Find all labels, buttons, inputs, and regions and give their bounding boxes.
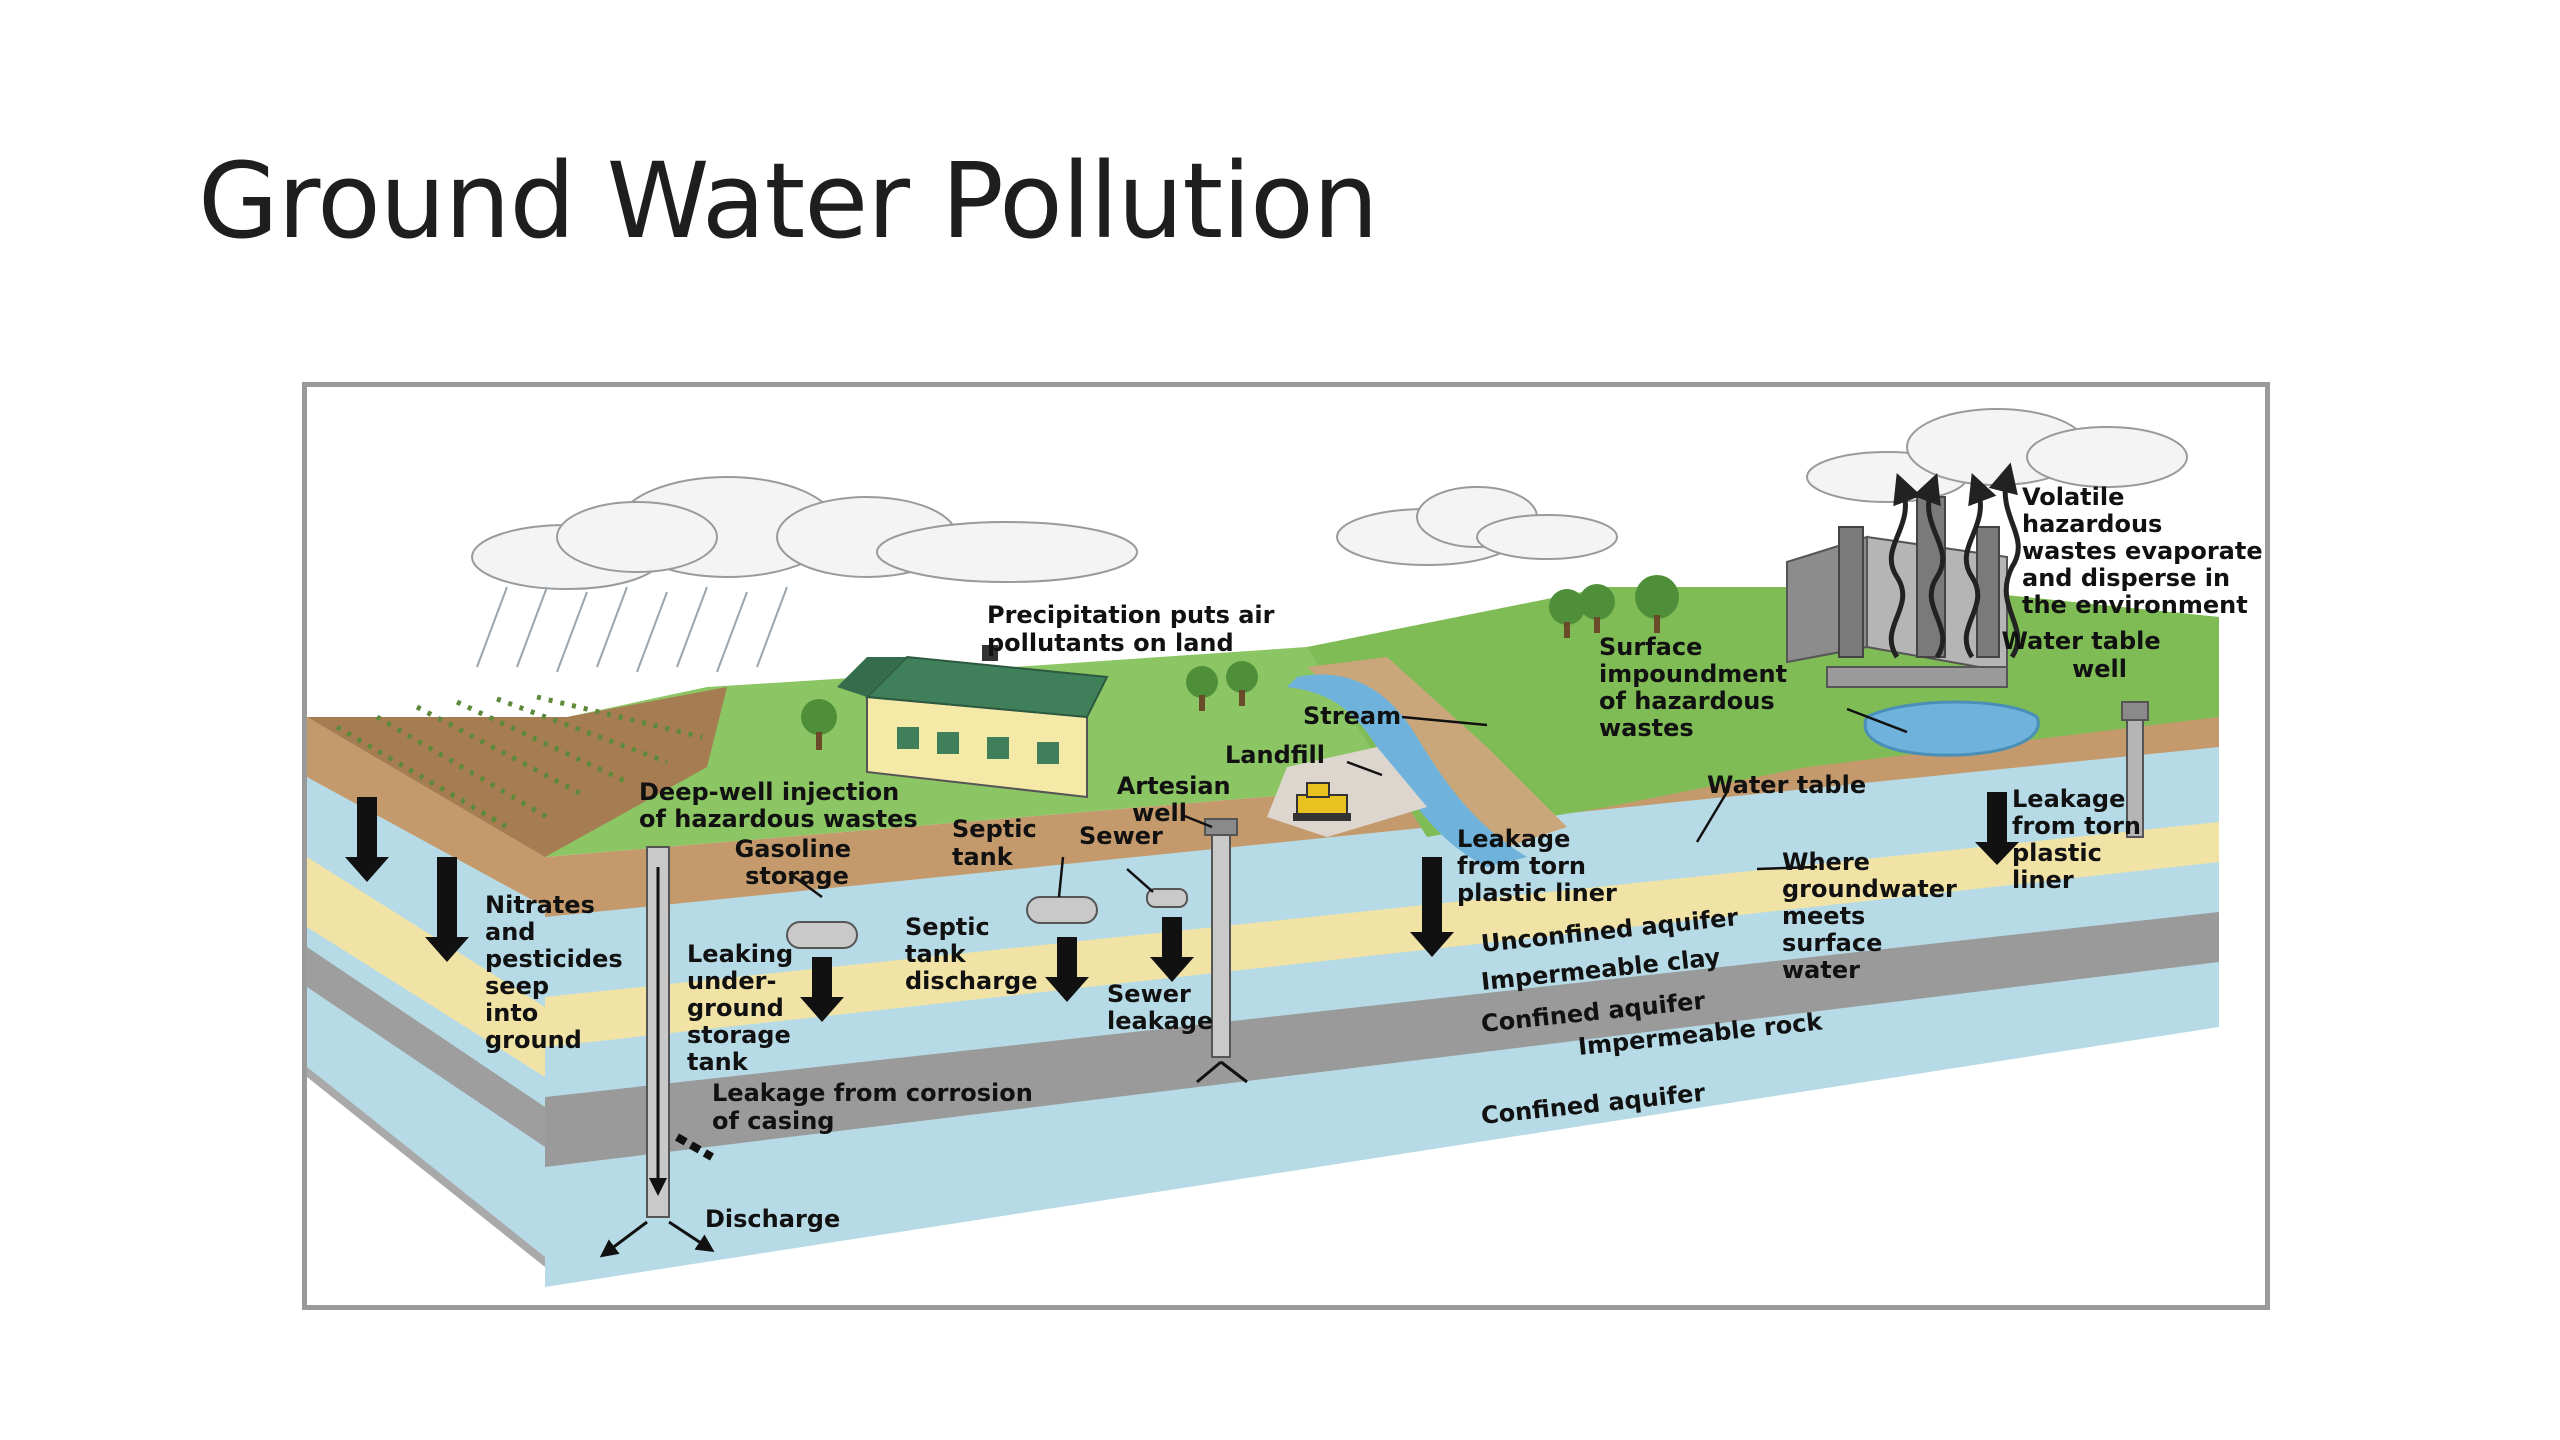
- surface-impoundment-pond: [1863, 700, 2040, 757]
- water-table-well: [2121, 701, 2149, 838]
- label-sewer-leakage: Sewer leakage: [1107, 980, 1213, 1035]
- cloud-middle: [1336, 486, 1618, 566]
- upper-confined-aquifer-side: [545, 857, 2219, 1097]
- label-discharge: Discharge: [705, 1205, 840, 1233]
- label-leaking-tank: Leaking under- ground storage tank: [687, 940, 802, 1076]
- label-water-table-well: Water table well: [2002, 627, 2169, 683]
- side-face: [545, 717, 2219, 1287]
- clay-front: [307, 857, 545, 1077]
- page-title: Ground Water Pollution: [198, 140, 1379, 262]
- rain-lines: [476, 586, 788, 673]
- label-leakage-corrosion: Leakage from corrosion of casing: [712, 1079, 1041, 1135]
- soil-front: [307, 717, 545, 907]
- rock-front: [307, 947, 545, 1147]
- label-septic-discharge: Septic tank discharge: [905, 913, 1038, 995]
- label-artesian-well: Artesian well: [1117, 772, 1239, 827]
- label-surface-impoundment: Surface impoundment of hazardous wastes: [1599, 633, 1795, 742]
- label-deep-well-injection: Deep-well injection of hazardous wastes: [639, 778, 918, 833]
- label-where-groundwater: Where groundwater meets surface water: [1782, 848, 1965, 984]
- unconfined-aquifer-side: [545, 737, 2219, 997]
- storage-tanks: [786, 888, 1188, 949]
- label-gasoline-storage: Gasoline storage: [735, 835, 860, 890]
- bulldozer-icon: [1293, 782, 1351, 821]
- label-stream: Stream: [1303, 702, 1401, 730]
- stream-water: [1287, 674, 1527, 867]
- diagram-frame: Precipitation puts air pollutants on lan…: [302, 382, 2270, 1310]
- label-nitrates: Nitrates and pesticides seep into ground: [485, 891, 631, 1054]
- vapor-arrows: [1888, 462, 2021, 659]
- leader-lines: [788, 707, 1908, 899]
- pollution-arrows: [345, 792, 2019, 1022]
- artesian-well: [1196, 818, 1248, 1084]
- deep-injection-well: [599, 846, 715, 1258]
- impermeable-rock-side: [545, 907, 2219, 1167]
- label-volatile-wastes: Volatile hazardous wastes evaporate and …: [2022, 483, 2265, 619]
- groundwater-diagram: Precipitation puts air pollutants on lan…: [307, 408, 2265, 1287]
- front-face: [307, 717, 545, 1267]
- impermeable-clay-side: [545, 817, 2219, 1047]
- lower-aquifer-side: [545, 947, 2219, 1287]
- label-leakage-landfill: Leakage from torn plastic liner: [1457, 825, 1617, 907]
- label-precipitation: Precipitation puts air pollutants on lan…: [987, 601, 1283, 657]
- factory: [1786, 496, 2008, 688]
- label-leakage-impoundment: Leakage from torn plastic liner: [2012, 785, 2149, 894]
- farm-field: [307, 687, 727, 857]
- label-septic-tank: Septic tank: [952, 815, 1045, 871]
- cloud-left: [471, 476, 1138, 590]
- crop-rows: [335, 694, 703, 830]
- house: [837, 645, 1109, 799]
- label-sewer: Sewer: [1079, 822, 1163, 850]
- trees: [801, 575, 1679, 750]
- label-landfill: Landfill: [1225, 741, 1325, 769]
- label-water-table: Water table: [1707, 771, 1866, 799]
